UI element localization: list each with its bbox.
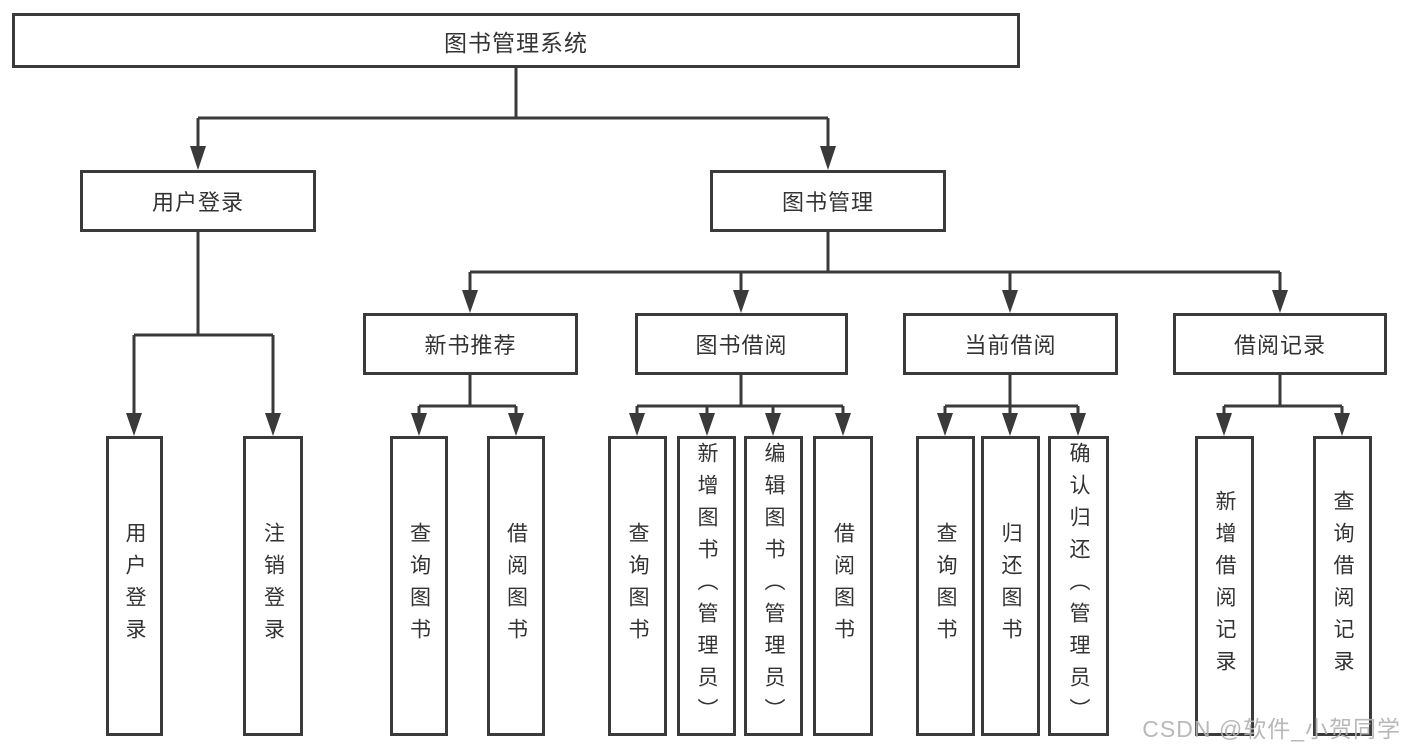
arrowheads [126, 146, 1350, 436]
node-leaf-return-books: 归还图书 [981, 436, 1040, 736]
node-book-borrow: 图书借阅 [635, 313, 848, 375]
node-leaf-query-borrow-record-label: 查询借阅记录 [1331, 490, 1354, 682]
node-new-book-recommend-label: 新书推荐 [424, 333, 517, 358]
node-new-book-recommend: 新书推荐 [363, 313, 578, 375]
node-book-management-label: 图书管理 [781, 190, 874, 215]
node-user-login-label: 用户登录 [151, 190, 244, 215]
node-leaf-borrow-books-label: 借阅图书 [504, 522, 528, 650]
node-leaf-edit-books-admin: 编辑图书（管理员） [744, 436, 803, 736]
node-current-borrow-label: 当前借阅 [964, 333, 1057, 358]
node-library-system-label: 图书管理系统 [444, 29, 588, 56]
node-leaf-query-books: 查询图书 [608, 436, 667, 736]
node-leaf-edit-books-admin-label: 编辑图书（管理员） [762, 442, 785, 730]
node-leaf-borrow-books-label: 借阅图书 [831, 522, 855, 650]
node-user-login: 用户登录 [80, 170, 316, 232]
node-leaf-query-books-label: 查询图书 [934, 522, 957, 650]
node-book-management: 图书管理 [710, 170, 946, 232]
node-leaf-return-books-label: 归还图书 [999, 522, 1022, 650]
node-borrow-records: 借阅记录 [1173, 313, 1387, 375]
node-leaf-query-books-label: 查询图书 [626, 522, 649, 650]
node-leaf-add-books-admin-label: 新增图书（管理员） [695, 442, 718, 730]
node-leaf-user-login-label: 用户登录 [123, 522, 146, 650]
node-borrow-records-label: 借阅记录 [1233, 333, 1326, 358]
node-leaf-confirm-return-admin: 确认归还（管理员） [1048, 436, 1109, 736]
node-current-borrow: 当前借阅 [903, 313, 1118, 375]
node-leaf-add-borrow-record: 新增借阅记录 [1195, 436, 1254, 736]
node-leaf-logout-label: 注销登录 [261, 522, 285, 650]
node-leaf-user-login: 用户登录 [106, 436, 163, 736]
node-leaf-add-books-admin: 新增图书（管理员） [677, 436, 736, 736]
node-leaf-add-borrow-record-label: 新增借阅记录 [1213, 490, 1236, 682]
node-leaf-query-books: 查询图书 [916, 436, 975, 736]
node-leaf-borrow-books: 借阅图书 [487, 436, 545, 736]
node-leaf-borrow-books: 借阅图书 [813, 436, 873, 736]
node-leaf-confirm-return-admin-label: 确认归还（管理员） [1067, 442, 1090, 730]
node-leaf-query-books: 查询图书 [390, 436, 448, 736]
node-library-system: 图书管理系统 [12, 13, 1020, 68]
node-leaf-logout: 注销登录 [243, 436, 303, 736]
node-leaf-query-borrow-record: 查询借阅记录 [1313, 436, 1372, 736]
csdn-watermark: CSDN @软件_小贺同学 [1142, 716, 1401, 742]
node-leaf-query-books-label: 查询图书 [407, 522, 431, 650]
node-book-borrow-label: 图书借阅 [695, 333, 788, 358]
